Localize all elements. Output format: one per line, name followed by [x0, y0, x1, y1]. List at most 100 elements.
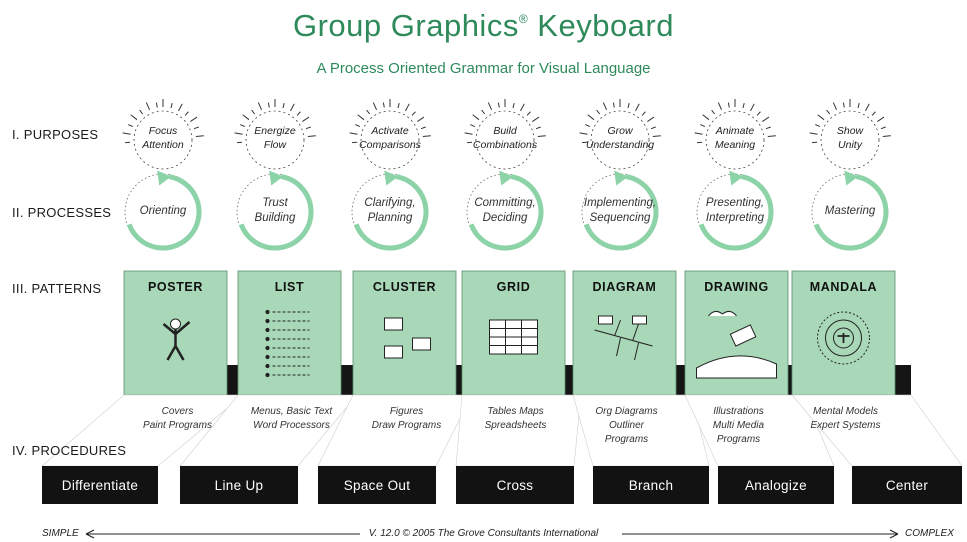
tool-label-4-line: Org Diagrams	[595, 406, 658, 417]
ray-tick	[130, 114, 138, 121]
key-shape	[455, 394, 582, 467]
pattern-illustration	[265, 309, 310, 378]
ray-tick	[641, 111, 646, 116]
key-shape	[41, 394, 244, 467]
ray-tick	[727, 102, 730, 108]
cycle-arc	[353, 174, 429, 251]
list-bullet	[265, 309, 270, 315]
list-bullet	[265, 363, 270, 369]
ray-tick	[417, 116, 425, 122]
list-bullet	[265, 354, 270, 360]
ray-tick	[357, 114, 365, 121]
pattern-illustration	[817, 311, 870, 365]
list-bullet	[265, 372, 270, 378]
ray-tick	[809, 132, 818, 135]
ray-tick	[717, 102, 723, 111]
purpose-circle	[122, 99, 204, 170]
cycle-arc	[126, 174, 202, 251]
key-space-out: Space Out	[318, 466, 436, 504]
purpose-label-6-line: Unity	[838, 139, 862, 151]
list-bullet	[265, 327, 270, 333]
ray-tick	[857, 103, 860, 109]
purpose-circle-ring	[360, 110, 420, 170]
ray-tick	[296, 111, 301, 116]
purpose-label-2-line: Activate	[371, 125, 409, 137]
cycle-arc	[238, 174, 314, 251]
ray-tick	[257, 102, 263, 111]
pattern-illustration	[594, 315, 653, 361]
tool-label-5-line: Multi Media	[712, 420, 765, 431]
ray-tick	[155, 102, 158, 108]
process-label-4: Implementing, Sequencing	[574, 196, 666, 226]
process-cycle	[696, 170, 774, 251]
column-grid	[455, 99, 582, 467]
cycle-arc	[698, 174, 774, 251]
tool-label-1-line: Word Processors	[253, 420, 330, 431]
purpose-circle-ring	[475, 110, 535, 170]
purpose-label-6-line: Show	[836, 125, 864, 137]
key-slope	[179, 394, 358, 467]
ray-tick	[422, 135, 431, 138]
process-label-2: Clarifying,Planning	[344, 196, 436, 226]
ray-tick	[612, 102, 615, 108]
ray-tick	[193, 126, 199, 130]
purpose-circle	[349, 99, 431, 170]
ray-tick	[128, 124, 134, 128]
cycle-arrowhead	[269, 170, 284, 186]
process-label-4-line: Implementing,	[583, 197, 657, 209]
ray-tick	[877, 116, 885, 122]
ray-tick	[817, 114, 825, 121]
row-label-processes: II. PROCESSES	[12, 205, 112, 220]
ray-tick	[242, 114, 250, 121]
ray-tick	[240, 124, 246, 128]
pattern-card	[123, 270, 243, 396]
ray-tick	[702, 114, 710, 121]
ray-tick	[305, 126, 311, 130]
vehicle	[729, 324, 757, 347]
ray-tick	[765, 126, 771, 130]
ray-tick	[650, 126, 656, 130]
cycle-arrowhead	[499, 170, 514, 186]
pattern-title-list: LIST	[274, 280, 305, 294]
process-label-4-line: Sequencing	[589, 212, 651, 224]
key-slope	[684, 394, 835, 467]
pattern-title-diagram: DIAGRAM	[592, 280, 657, 294]
ray-tick	[372, 102, 378, 111]
pattern-illustration	[162, 318, 191, 361]
key-differentiate: Differentiate	[42, 466, 158, 504]
purpose-label-0-line: Attention	[142, 139, 184, 151]
tool-label-5-line: Programs	[716, 434, 761, 445]
process-label-5: Presenting,Interpreting	[689, 196, 781, 226]
ray-tick	[512, 103, 515, 109]
ray-tick	[815, 124, 821, 128]
ray-tick	[756, 111, 761, 116]
column-mandala	[791, 99, 963, 467]
column-list	[179, 99, 358, 467]
ray-tick	[464, 132, 473, 135]
tool-label-2-line: Figures	[389, 406, 424, 417]
ray-tick	[411, 111, 416, 116]
ray-tick	[355, 124, 361, 128]
purpose-label-0-line: Focus	[148, 125, 178, 137]
diagram-node	[598, 315, 613, 325]
ray-tick	[537, 135, 546, 138]
process-label-5-line: Interpreting	[705, 212, 765, 224]
fishbone	[594, 319, 653, 361]
purpose-label-4-line: Grow	[607, 125, 633, 137]
tool-label-3-line: Spreadsheets	[484, 420, 547, 431]
purpose-circle	[234, 99, 316, 170]
cycle-arrowhead	[844, 170, 859, 186]
purpose-circle-ring	[245, 110, 305, 170]
footer-simple: SIMPLE	[42, 528, 79, 539]
tool-label-0-line: Paint Programs	[143, 420, 212, 431]
ray-tick	[587, 114, 595, 121]
purpose-circle	[809, 99, 891, 170]
purpose-circle-ring	[133, 110, 193, 170]
ray-tick	[700, 124, 706, 128]
ray-tick	[307, 135, 316, 138]
ray-tick	[487, 102, 493, 111]
list-bullet	[265, 345, 270, 351]
